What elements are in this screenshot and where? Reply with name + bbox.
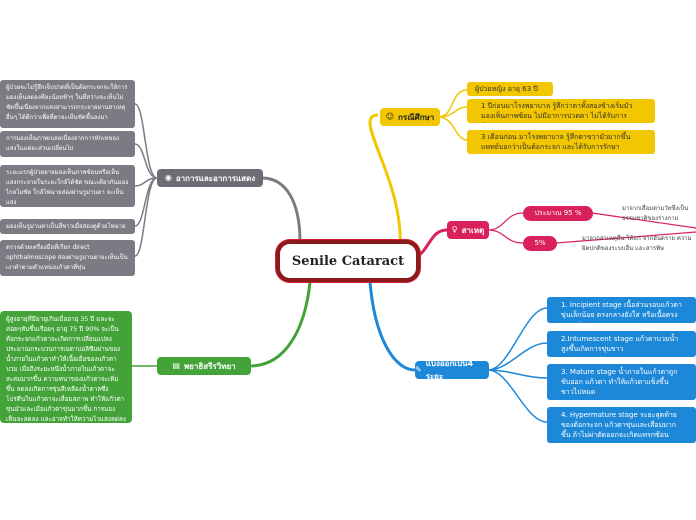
branch-cause-label: สาเหตุ xyxy=(461,225,485,235)
symptom-item-3[interactable]: ระยะแรกผู้ป่วยอาจมองเห็นภาพซ้อนหรือเห็นแ… xyxy=(0,165,135,207)
cause-pct-95[interactable]: ประมาณ 95 % xyxy=(523,206,593,221)
patho-text[interactable]: ผู้สูงอายุที่มีอายุเกินเมื่ออายุ 35 ปี แ… xyxy=(0,311,132,423)
connector-patho xyxy=(249,281,312,368)
branch-stages[interactable]: ✎ แบ่งออกเป็น4 ระยะ xyxy=(415,359,489,381)
branch-case-study[interactable]: ☺ กรณีศึกษา xyxy=(380,108,440,126)
branch-symptoms-label: อาการและอาการแสดง xyxy=(175,173,256,183)
connector-stages-items xyxy=(487,307,548,423)
connector-case-items xyxy=(437,89,468,141)
connector-stages xyxy=(368,281,416,372)
branch-pathophysiology[interactable]: ▤ พยาธิสรีรวิทยา xyxy=(157,357,251,375)
stage-hypermature[interactable]: 4. Hypermature stage ระยะสุดท้ายของต้อกร… xyxy=(547,407,696,443)
stage-intumescent[interactable]: 2.Intumescent stage แก้วตาบวมน้ำ สูงขึ้น… xyxy=(547,331,696,357)
eye-icon: ◉ xyxy=(164,173,172,182)
central-title: Senile Cataract xyxy=(291,253,405,269)
cause-pct-5[interactable]: 5% xyxy=(523,236,557,251)
cause-text-5: มาจากสาเหตุอื่น ได้แก่ จากอันตราย ความผิ… xyxy=(582,235,692,252)
connector-symptoms-items xyxy=(134,103,158,257)
symptom-item-1[interactable]: ผู้ป่วยจะไม่รู้สึกเจ็บปวดที่เป็นต้อกระจก… xyxy=(0,80,135,128)
stage-incipient[interactable]: 1. Incipient stage เนื้อส่วนรอบแก้วตาขุ่… xyxy=(547,297,696,323)
person-icon: ♀ xyxy=(451,225,458,234)
connector-symptoms xyxy=(261,176,302,243)
case-item-2[interactable]: 1 ปีก่อนมาโรงพยาบาล รู้สึกว่าตาทั้งสองข้… xyxy=(467,99,655,123)
scroll-icon: ▤ xyxy=(172,361,180,370)
connector-cause-items xyxy=(487,212,696,244)
stage-mature[interactable]: 3. Mature stage น้ำภายในแก้วตาถูกขับออก … xyxy=(547,364,696,400)
branch-stages-label: แบ่งออกเป็น4 ระยะ xyxy=(425,359,474,381)
branch-cause[interactable]: ♀ สาเหตุ xyxy=(447,221,489,239)
connector-case xyxy=(368,113,402,251)
branch-patho-label: พยาธิสรีรวิทยา xyxy=(183,361,236,371)
central-topic[interactable]: Senile Cataract xyxy=(276,240,420,282)
case-item-1[interactable]: ผู้ป่วยหญิง อายุ 63 ปี xyxy=(467,82,553,96)
branch-case-label: กรณีศึกษา xyxy=(398,112,435,122)
symptom-item-2[interactable]: การมองเห็นภาพเบลอเนื่องจากการหักเหของแสง… xyxy=(0,131,135,157)
symptom-item-4[interactable]: มองเห็นรูม่านตาเป็นสีขาวเมื่อส่องดูด้วยไ… xyxy=(0,219,135,234)
cause-text-95: มาจากเสื่อมตามวัยซึ่งเป็นธรรมชาติของร่าง… xyxy=(622,205,689,222)
symptom-item-5[interactable]: ตรวจด้วยเครื่องมือที่เรียก direct ophtha… xyxy=(0,240,135,276)
case-item-3[interactable]: 3 เดือนก่อน มาโรงพยาบาล รู้สึกตาขวามัวมา… xyxy=(467,130,655,154)
smiley-icon: ☺ xyxy=(385,112,395,121)
pencil-icon: ✎ xyxy=(415,365,422,374)
branch-symptoms[interactable]: ◉ อาการและอาการแสดง xyxy=(157,169,263,187)
